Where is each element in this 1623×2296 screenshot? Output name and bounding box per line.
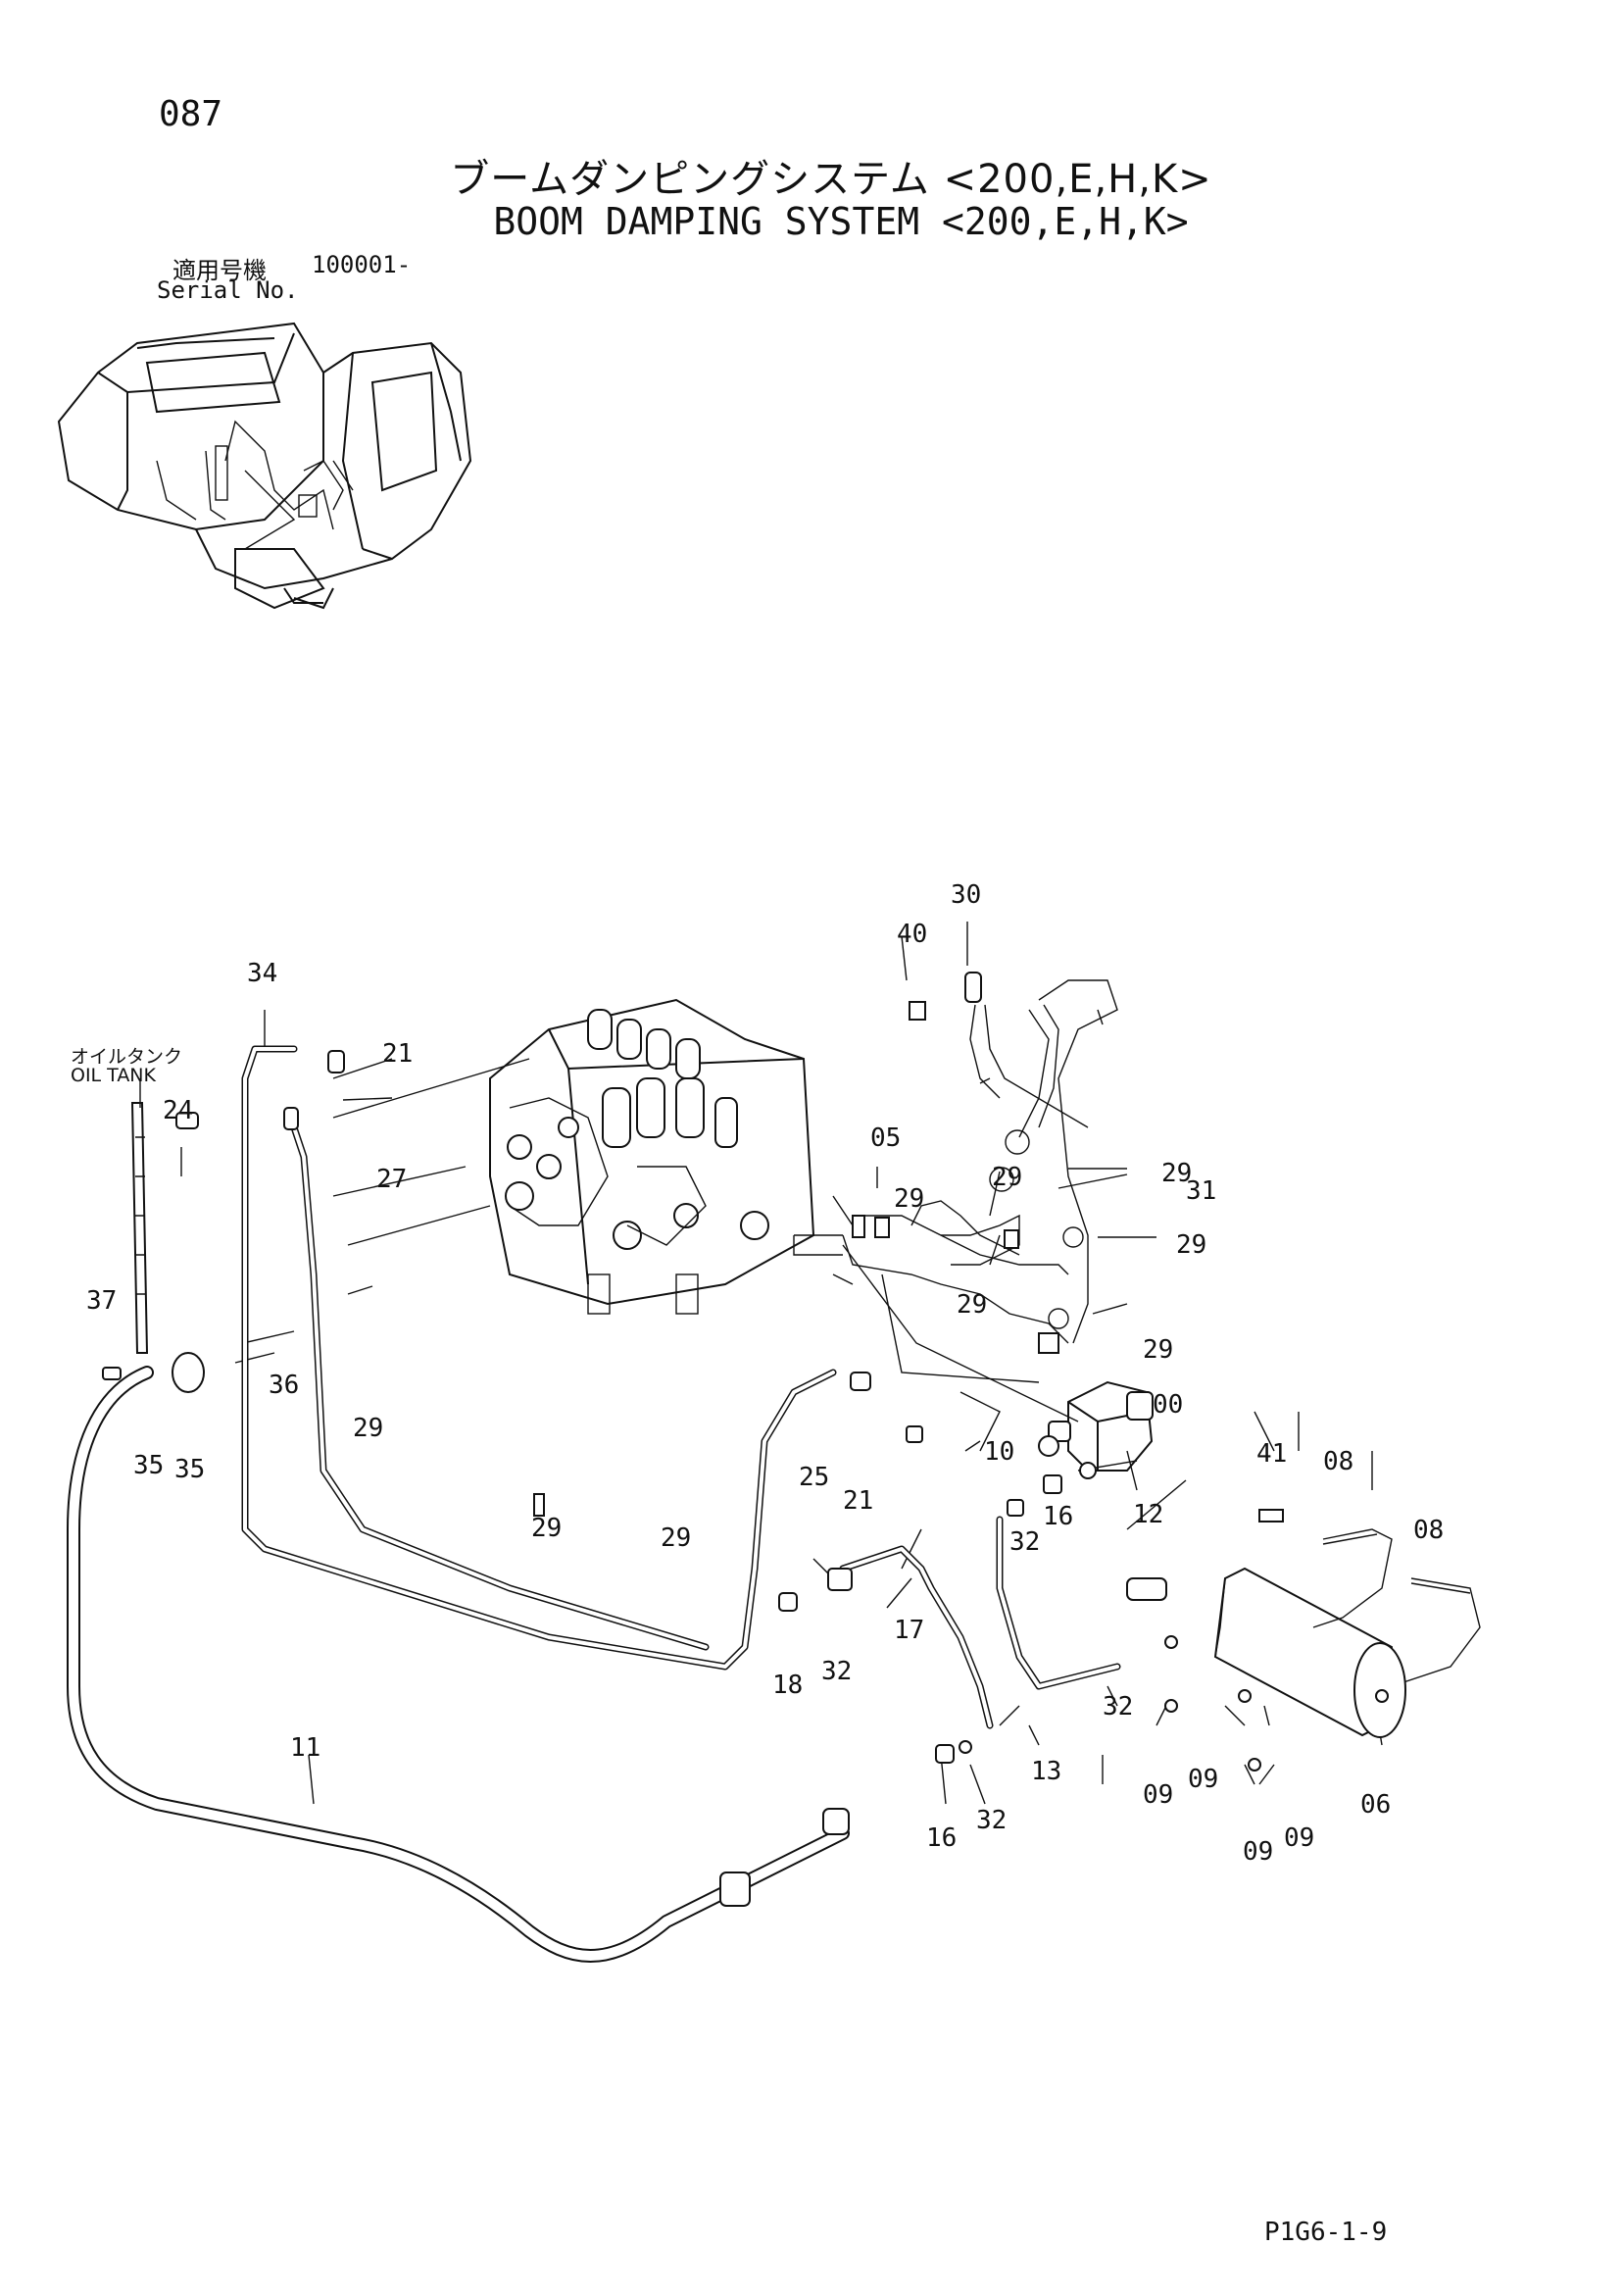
drawing-code: P1G6-1-9 — [1264, 2218, 1388, 2247]
callout-25: 25 — [799, 1463, 830, 1492]
fittings — [102, 1050, 1284, 1907]
wiring-harness — [793, 972, 1118, 1354]
callout-10: 10 — [984, 1437, 1015, 1467]
solenoid-valve — [1038, 1380, 1154, 1494]
callout-21-mid: 21 — [843, 1486, 874, 1516]
callout-09-d: 09 — [1284, 1823, 1315, 1853]
callout-05: 05 — [870, 1123, 902, 1153]
callout-31: 31 — [1186, 1176, 1217, 1206]
callout-16-a: 16 — [1043, 1502, 1074, 1531]
accumulator — [1213, 1567, 1406, 1738]
callout-32-c: 32 — [1103, 1692, 1134, 1722]
serial-label-english: Serial No. — [157, 276, 299, 304]
callout-30: 30 — [951, 880, 982, 910]
control-valve — [489, 998, 815, 1315]
oil-tank-label-english: OIL TANK — [71, 1065, 156, 1086]
callout-32-d: 32 — [976, 1806, 1008, 1835]
callout-09-b: 09 — [1188, 1765, 1219, 1794]
callout-32-a: 32 — [1009, 1527, 1041, 1557]
callout-29-d: 29 — [1176, 1230, 1207, 1260]
callout-29-b: 29 — [894, 1184, 925, 1214]
callout-36: 36 — [269, 1371, 300, 1400]
oil-tank-bracket — [130, 1102, 149, 1354]
callout-09-a: 09 — [1143, 1780, 1174, 1810]
hoses — [67, 1045, 1481, 1963]
callout-24: 24 — [163, 1096, 194, 1125]
callout-08-a: 08 — [1323, 1447, 1354, 1476]
title-english: BOOM DAMPING SYSTEM <200,E,H,K> — [493, 200, 1189, 243]
callout-16-b: 16 — [926, 1823, 958, 1853]
callout-34: 34 — [247, 959, 278, 988]
callout-29-i: 29 — [661, 1523, 692, 1553]
page-number: 087 — [159, 94, 223, 134]
callout-00: 00 — [1153, 1390, 1184, 1420]
machine-thumbnail — [57, 322, 472, 610]
leader-lines — [139, 922, 1383, 1805]
callout-18: 18 — [772, 1671, 804, 1700]
callout-29-a: 29 — [1161, 1159, 1193, 1188]
callout-12: 12 — [1133, 1500, 1164, 1529]
oil-tank-label-japanese: オイルタンク — [71, 1046, 183, 1068]
callout-09-c: 09 — [1243, 1837, 1274, 1867]
callout-40: 40 — [897, 920, 928, 949]
callout-06: 06 — [1360, 1790, 1392, 1820]
callout-29-f: 29 — [1143, 1335, 1174, 1365]
callout-21-top: 21 — [382, 1039, 414, 1069]
serial-number-range: 100001- — [312, 251, 412, 278]
callout-17: 17 — [894, 1616, 925, 1645]
callout-37: 37 — [86, 1286, 118, 1316]
callout-29-c: 29 — [992, 1163, 1023, 1192]
callout-29-g: 29 — [353, 1414, 384, 1443]
callout-35-b: 35 — [174, 1455, 206, 1484]
callout-11: 11 — [290, 1733, 321, 1763]
callout-27: 27 — [376, 1165, 408, 1194]
serial-label-japanese: 適用号機 — [172, 257, 267, 284]
callout-13: 13 — [1031, 1757, 1062, 1786]
callout-32-b: 32 — [821, 1657, 853, 1686]
title-japanese: ブームダンピングシステム <200,E,H,K> — [450, 157, 1212, 202]
callout-08-b: 08 — [1413, 1516, 1445, 1545]
callout-29-h: 29 — [531, 1514, 563, 1543]
callout-41: 41 — [1256, 1439, 1288, 1469]
callout-35-a: 35 — [133, 1451, 165, 1480]
callout-29-e: 29 — [957, 1290, 988, 1320]
